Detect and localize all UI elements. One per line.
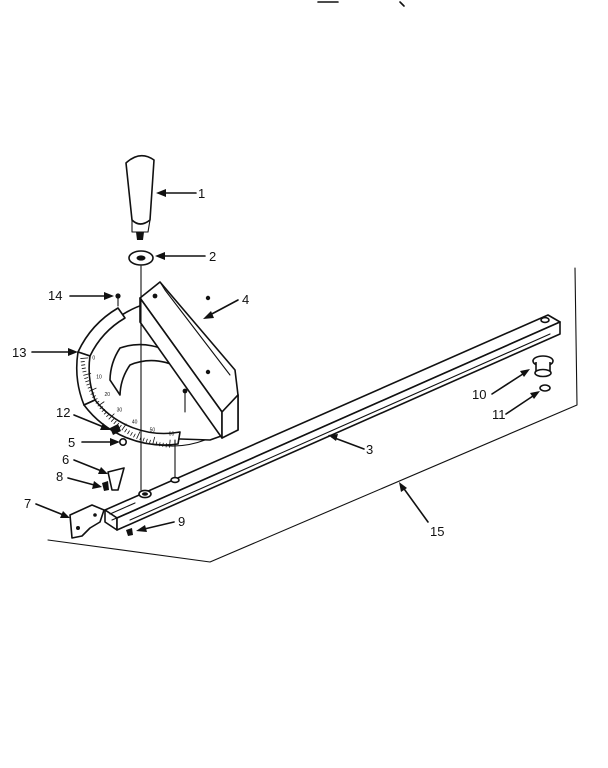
scale-tick bbox=[99, 406, 104, 410]
scale-tick bbox=[158, 442, 161, 447]
assembly-outline bbox=[47, 267, 578, 563]
callout-13: 13 bbox=[12, 345, 26, 360]
scale-tick bbox=[110, 418, 115, 422]
handle-knob bbox=[125, 154, 155, 240]
scale-tick bbox=[93, 398, 98, 401]
scale-tick bbox=[121, 423, 127, 431]
callout-14: 14 bbox=[48, 288, 62, 303]
scale-tick bbox=[87, 386, 92, 389]
callout-4: 4 bbox=[242, 292, 249, 307]
scale-tick bbox=[130, 432, 133, 436]
scale-tick bbox=[82, 370, 87, 373]
clip-7 bbox=[69, 504, 105, 539]
scale-tick bbox=[81, 367, 86, 370]
scale-tick bbox=[81, 364, 86, 366]
scale-label: 10 bbox=[96, 374, 102, 380]
callout-9: 9 bbox=[178, 514, 185, 529]
scale-tick bbox=[101, 408, 106, 412]
scale-tick bbox=[84, 377, 89, 380]
callout-12: 12 bbox=[56, 405, 70, 420]
scale-tick bbox=[97, 401, 105, 407]
screw-14 bbox=[115, 293, 121, 307]
callout-15: 15 bbox=[430, 524, 444, 539]
scale-tick bbox=[162, 442, 164, 447]
scale-tick bbox=[90, 392, 95, 395]
scale-tick bbox=[155, 441, 158, 446]
miter-body bbox=[84, 281, 239, 447]
callout-10: 10 bbox=[472, 387, 486, 402]
top-crop-marks bbox=[317, 1, 405, 7]
scale-labels: 0 10 20 30 40 50 60 bbox=[92, 355, 174, 437]
scale-label: 50 bbox=[150, 428, 156, 434]
scale-label: 20 bbox=[105, 392, 111, 398]
scale-tick bbox=[148, 439, 151, 444]
callout-2: 2 bbox=[209, 249, 216, 264]
scale-tick bbox=[124, 428, 128, 433]
callout-8: 8 bbox=[56, 469, 63, 484]
callout-5: 5 bbox=[68, 435, 75, 450]
callout-11: 11 bbox=[492, 407, 506, 422]
scale-label: 0 bbox=[92, 355, 95, 361]
callout-3: 3 bbox=[366, 442, 373, 457]
front-screw bbox=[182, 388, 188, 413]
protractor-scale: 0 10 20 30 40 50 60 bbox=[75, 307, 181, 448]
miter-bar bbox=[104, 314, 561, 531]
callout-7: 7 bbox=[24, 496, 31, 511]
washer bbox=[128, 250, 154, 266]
scale-tick bbox=[152, 436, 156, 445]
scale-tick bbox=[127, 430, 130, 435]
nut-5 bbox=[119, 437, 128, 446]
scale-label: 40 bbox=[132, 419, 138, 425]
scale-tick bbox=[108, 413, 115, 420]
scale-tick bbox=[113, 420, 117, 425]
leader-arrows bbox=[31, 189, 540, 532]
scale-tick bbox=[103, 411, 108, 415]
scale-tick bbox=[95, 400, 100, 404]
screw-12 bbox=[110, 424, 121, 435]
scale-tick bbox=[83, 372, 92, 376]
callout-1: 1 bbox=[198, 186, 205, 201]
scale-label: 30 bbox=[117, 407, 123, 413]
screw-8 bbox=[102, 481, 109, 491]
scale-tick bbox=[136, 431, 141, 439]
stop-10 bbox=[532, 355, 554, 378]
callout-6: 6 bbox=[62, 452, 69, 467]
scale-label: 60 bbox=[169, 432, 175, 438]
screw-9 bbox=[126, 528, 133, 536]
scale-tick bbox=[89, 387, 97, 392]
scale-tick bbox=[106, 413, 110, 418]
scale-tick bbox=[133, 433, 136, 438]
scale-tick bbox=[85, 380, 90, 383]
scale-tick bbox=[80, 357, 89, 359]
scale-tick bbox=[86, 383, 91, 386]
pointer-6 bbox=[107, 467, 125, 491]
scale-tick bbox=[142, 437, 145, 442]
assembly-centerline bbox=[138, 265, 180, 499]
washer-11 bbox=[539, 384, 551, 392]
scale-tick bbox=[169, 439, 171, 448]
scale-tick bbox=[92, 395, 96, 398]
scale-tick bbox=[145, 438, 148, 443]
